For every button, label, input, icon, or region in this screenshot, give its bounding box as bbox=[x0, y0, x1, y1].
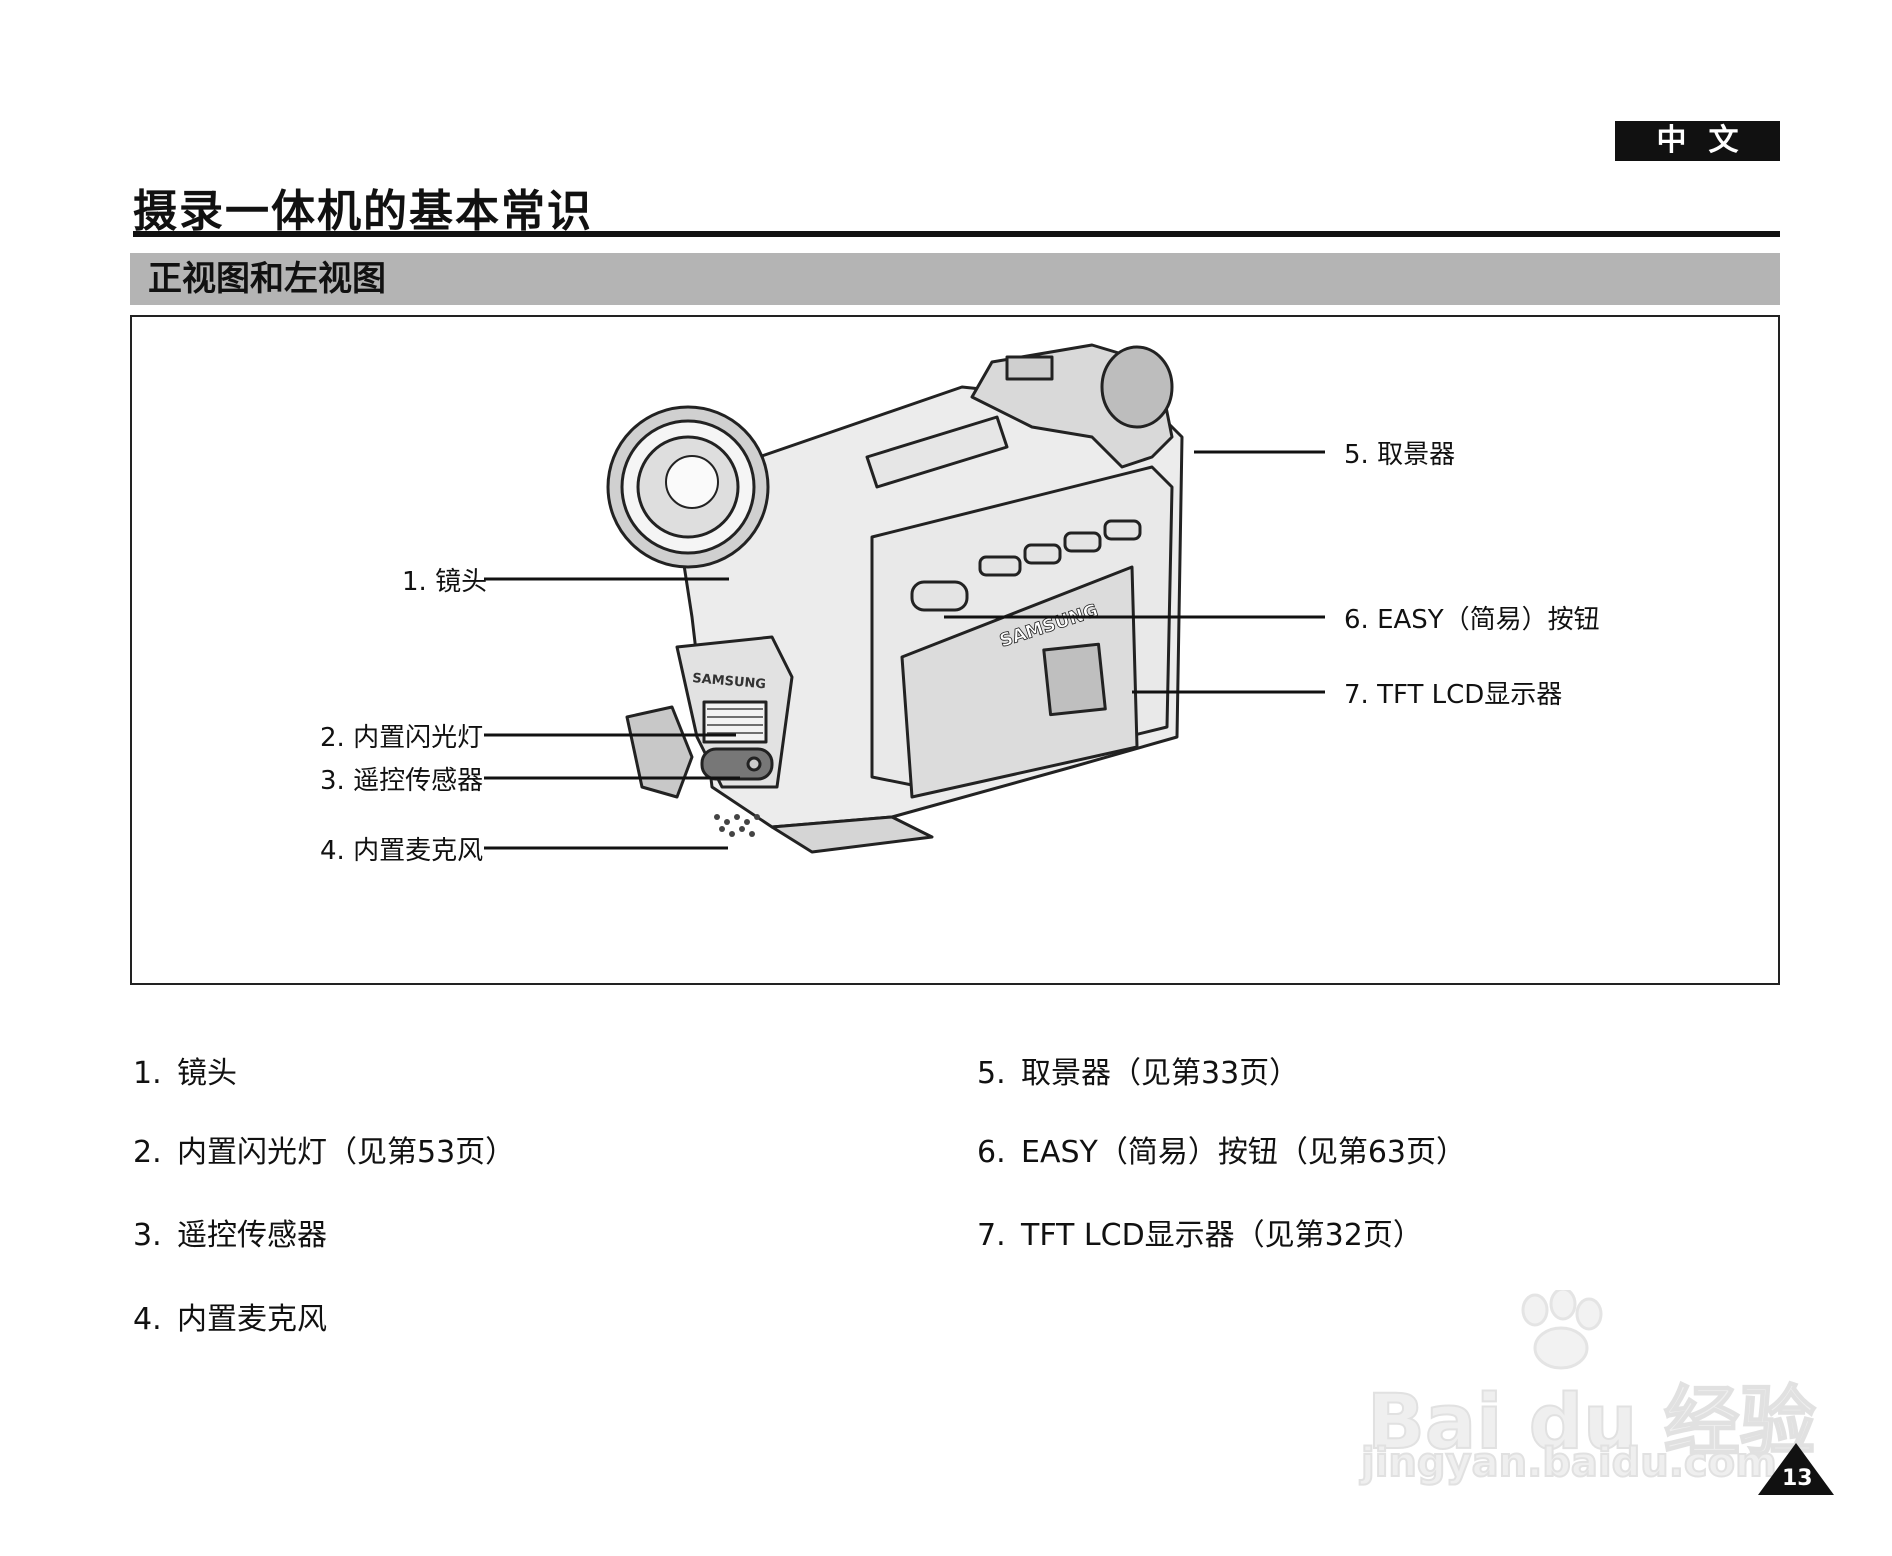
camcorder-illustration: SAMSUNG SAMSUNG bbox=[484, 343, 1325, 854]
callout-easy-button: 6. EASY（简易）按钮 bbox=[1344, 605, 1600, 635]
baidu-watermark: Bai du 经验 jingyan.baidu.com bbox=[1355, 1290, 1817, 1500]
list-item: 4.内置麦克风 bbox=[133, 1302, 327, 1337]
list-item: 3.遥控传感器 bbox=[133, 1218, 327, 1253]
page-title: 摄录一体机的基本常识 bbox=[133, 186, 593, 237]
page-number-badge: 13 bbox=[1756, 1441, 1836, 1497]
list-item: 7.TFT LCD显示器（见第32页） bbox=[977, 1218, 1423, 1253]
camcorder-figure: SAMSUNG SAMSUNG 1. 镜头 2. 内置闪光灯 3. 遥控传感器 … bbox=[130, 315, 1780, 985]
language-tab: 中文 bbox=[1615, 121, 1780, 161]
callout-lens: 1. 镜头 bbox=[402, 567, 488, 597]
callout-flash: 2. 内置闪光灯 bbox=[320, 723, 484, 753]
paw-icon bbox=[1521, 1290, 1603, 1370]
list-item: 5.取景器（见第33页） bbox=[977, 1056, 1300, 1091]
list-item: 2.内置闪光灯（见第53页） bbox=[133, 1135, 516, 1170]
callout-microphone: 4. 内置麦克风 bbox=[320, 836, 484, 866]
list-item: 6.EASY（简易）按钮（见第63页） bbox=[977, 1135, 1467, 1170]
brand-text-front: SAMSUNG bbox=[692, 671, 767, 692]
watermark-logo: Bai du 经验 bbox=[1366, 1376, 1817, 1467]
list-item: 1.镜头 bbox=[133, 1056, 237, 1091]
section-title: 正视图和左视图 bbox=[130, 253, 1780, 305]
title-rule bbox=[133, 231, 1780, 237]
callout-remote-sensor: 3. 遥控传感器 bbox=[320, 766, 484, 796]
watermark-url: jingyan.baidu.com bbox=[1360, 1439, 1778, 1487]
callout-lcd: 7. TFT LCD显示器 bbox=[1344, 680, 1563, 710]
callout-viewfinder: 5. 取景器 bbox=[1344, 440, 1456, 470]
page-number: 13 bbox=[1782, 1466, 1813, 1491]
